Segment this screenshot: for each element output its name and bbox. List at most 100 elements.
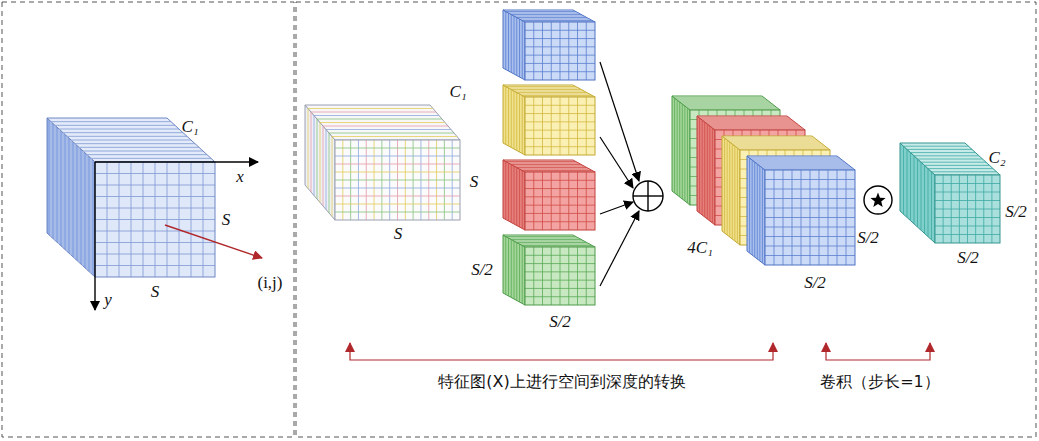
grid-line (95, 173, 215, 174)
channel-line (63, 132, 183, 133)
panel-border (296, 2, 1036, 437)
channel-line (320, 123, 321, 203)
size-label: S (470, 173, 479, 192)
grid-line (586, 22, 587, 80)
front-outline (525, 97, 595, 155)
front-face (525, 247, 595, 305)
grid-line (525, 71, 595, 72)
axis-label: x (236, 168, 244, 187)
channel-line (514, 241, 584, 242)
side-face (722, 136, 740, 245)
channel-line (511, 14, 581, 15)
tensors (47, 10, 1000, 305)
range-bracket (350, 343, 773, 360)
front-face (525, 22, 595, 80)
channel-line (752, 160, 842, 161)
channel-line (757, 164, 847, 165)
grid-line (525, 296, 595, 297)
channel-line (514, 91, 515, 149)
channel-line (910, 153, 911, 221)
front-face (935, 175, 1000, 243)
grid-line (765, 236, 855, 237)
channel-line (71, 140, 72, 255)
grid-line (935, 217, 1000, 218)
front-face (525, 172, 595, 230)
grid-line (542, 22, 543, 80)
channel-line (506, 161, 576, 162)
arrows (95, 62, 930, 360)
grid-line (765, 255, 855, 256)
stacked-slice (747, 156, 855, 265)
channel-line (520, 19, 590, 20)
grid-line (525, 196, 595, 197)
channel-line (522, 95, 592, 96)
arrow (165, 225, 262, 258)
channel-line (314, 115, 439, 116)
grid-line (335, 164, 460, 165)
channel-line (323, 126, 448, 127)
channel-line (505, 12, 506, 70)
grid-line (525, 30, 595, 31)
grid-line (542, 247, 543, 305)
channel-line (931, 172, 932, 240)
channel-line (760, 166, 850, 167)
front-face (525, 97, 595, 155)
star-shape (870, 193, 885, 207)
channel-line (727, 140, 817, 141)
grid-line (568, 247, 569, 305)
grid-line (525, 146, 595, 147)
channel-line (522, 20, 592, 21)
channel-line (506, 236, 576, 237)
channel-line (509, 163, 579, 164)
channel-line (91, 158, 211, 159)
grid-line (335, 148, 460, 149)
channel-line (75, 143, 195, 144)
grid-line (560, 172, 561, 230)
channel-line (682, 104, 683, 199)
grid-line (765, 217, 855, 218)
caption-note: 卷积（步长=1） (820, 373, 940, 391)
grid-line (335, 204, 460, 205)
channel-line (511, 165, 512, 223)
channel-line (516, 243, 517, 301)
grid-line (935, 192, 1000, 193)
front-outline (95, 162, 215, 277)
channel-line (522, 246, 523, 304)
grid-line (560, 247, 561, 305)
symbol-circle (864, 186, 892, 214)
channel-line (904, 146, 969, 147)
channel-line (51, 121, 171, 122)
channel-line (687, 108, 777, 109)
channel-line (329, 133, 454, 134)
size-label: S/2 (804, 274, 826, 293)
channel-label: C₂ (988, 149, 1005, 168)
channel-line (514, 16, 515, 74)
front-face (765, 170, 855, 265)
top-face (747, 156, 855, 170)
channel-line (712, 128, 713, 223)
channel-line (87, 155, 88, 270)
channel-line (732, 144, 822, 145)
channel-line (329, 133, 330, 213)
size-label: S/2 (1005, 203, 1027, 222)
top-face (47, 118, 215, 162)
channel-line (914, 155, 979, 156)
grid-line (765, 246, 855, 247)
front-outline (525, 22, 595, 80)
grid-line (95, 231, 215, 232)
grid-line (335, 156, 460, 157)
channel-line (516, 18, 517, 76)
size-label: S/2 (857, 229, 879, 248)
range-bracket (826, 343, 930, 360)
grid-line (525, 46, 595, 47)
grid-line (586, 97, 587, 155)
channel-line (55, 125, 56, 240)
channel-line (505, 87, 506, 145)
size-label: S/2 (549, 313, 571, 332)
panel-border (2, 2, 294, 437)
channel-line (323, 126, 324, 206)
channel-label: C₁ (181, 118, 198, 137)
channel-line (508, 238, 509, 296)
grid-line (551, 97, 552, 155)
